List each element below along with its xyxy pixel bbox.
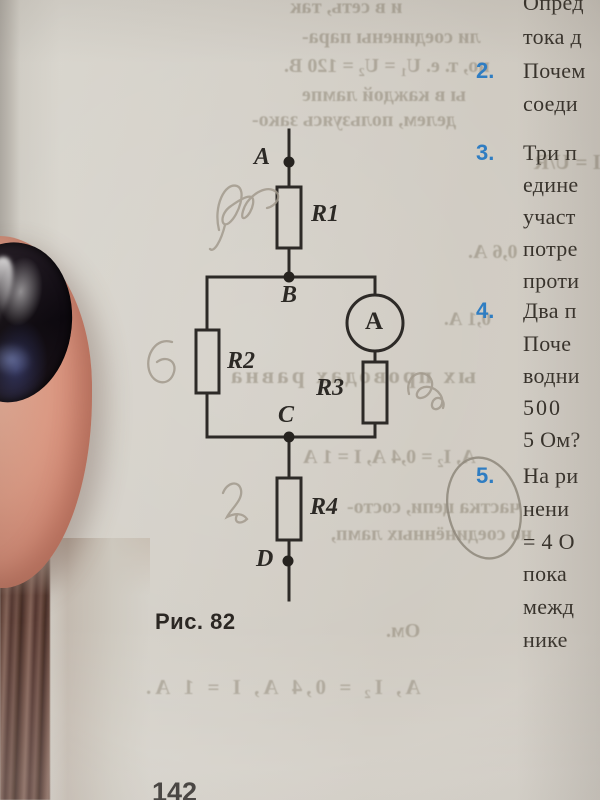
question-text-line: На ри [523,463,579,488]
question-number-5: 5. [476,463,495,488]
node-label-a: A [254,144,271,170]
question-text-line: едине [523,172,579,197]
question-text-line: пока [523,561,568,586]
resistor-label-r4: R4 [310,494,339,520]
pencil-digit-2-near-r4 [221,482,249,524]
question-number-2: 2. [476,58,495,83]
question-text-line: тока д [523,24,582,49]
page-number: 142 [152,777,198,800]
question-text-line: потре [523,236,578,261]
question-text-line: Почем [523,58,586,83]
figure-caption: Рис. 82 [155,609,236,634]
ammeter-letter: A [365,308,384,335]
page-left-edge [0,0,20,300]
question-number-3: 3. [476,140,495,165]
question-text-line: нени [523,496,570,521]
question-text-line: Три п [523,140,578,165]
question-text-line: водни [523,363,580,388]
question-text-line: соеди [523,91,578,116]
pencil-circle-around-q5 [446,456,522,560]
question-text-line: = 4 О [523,529,575,554]
node-a-dot [283,156,295,168]
question-text-line: нике [523,627,568,652]
question-text-line: проти [523,268,580,293]
question-text-line: 500 [523,395,562,420]
node-label-d: D [256,546,274,572]
node-b-dot [283,271,295,283]
pencil-digit-6-near-r2 [147,339,176,384]
pencil-squiggle-near-r3 [407,372,445,411]
question-text-line: Два п [523,298,577,323]
question-text-line: участ [523,204,576,229]
node-label-b: B [281,282,298,308]
resistor-label-r1: R1 [311,201,340,227]
question-text-line: 5 Ом? [523,427,581,452]
question-number-4: 4. [476,298,495,323]
pencil-scribble-near-r1 [208,184,280,251]
node-d-dot [282,555,294,567]
node-label-c: C [278,402,295,428]
question-text-line: межд [523,594,575,619]
resistor-label-r2: R2 [227,348,256,374]
resistor-label-r3: R3 [316,375,345,401]
question-text-line: Опред [523,0,584,15]
node-c-dot [283,431,295,443]
question-text-line: Поче [523,331,572,356]
